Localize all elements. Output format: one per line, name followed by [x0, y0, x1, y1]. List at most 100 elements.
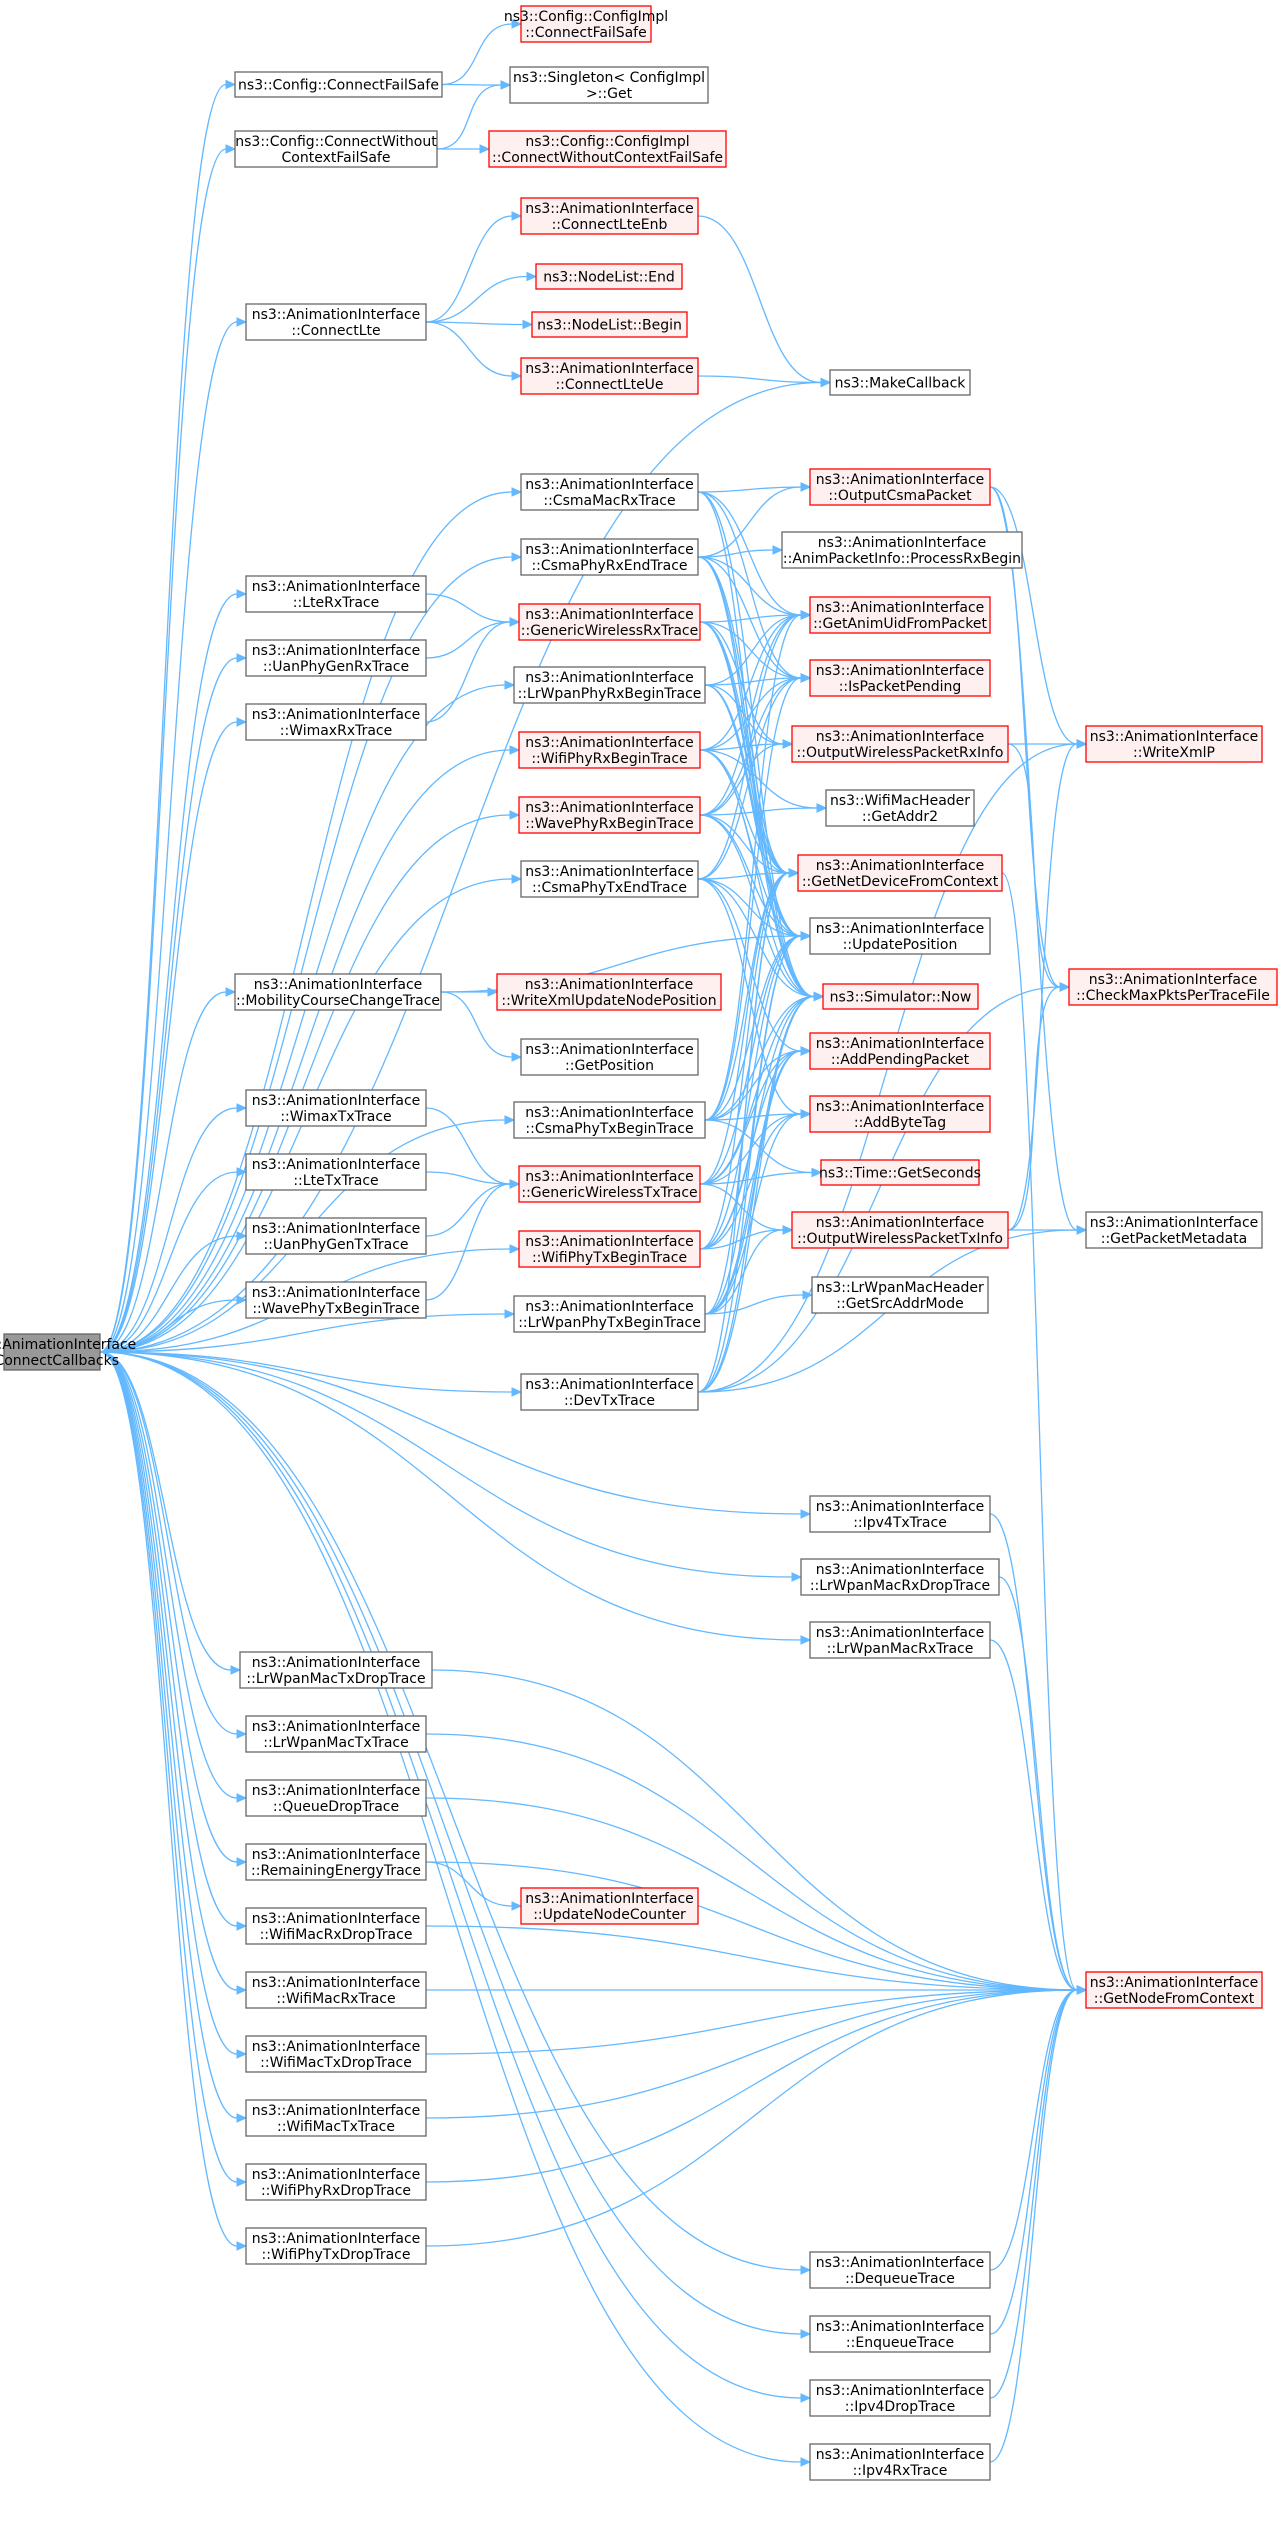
node-lrWpanMacTx[interactable]: ns3::AnimationInterface::LrWpanMacTxTrac… — [245, 1715, 427, 1753]
node-csmaPhyRxEnd[interactable]: ns3::AnimationInterface::CsmaPhyRxEndTra… — [520, 538, 699, 576]
edge-line — [699, 621, 815, 998]
node-label-line: ::UanPhyGenRxTrace — [263, 659, 409, 675]
edge-uanPhyGenRx-to-genericWirelessRx — [425, 617, 521, 659]
edge-line — [99, 657, 238, 1353]
edge-arrowhead — [522, 319, 534, 330]
node-csmaPhyTxEnd[interactable]: ns3::AnimationInterface::CsmaPhyTxEndTra… — [520, 860, 699, 898]
node-lrWpanPhyTxBegin[interactable]: ns3::AnimationInterface::LrWpanPhyTxBegi… — [513, 1295, 706, 1333]
node-label-line: ::LrWpanMacTxTrace — [263, 1735, 409, 1751]
node-label-line: ns3::AnimationInterface — [816, 2383, 985, 2399]
node-box — [234, 71, 443, 98]
node-nodeListBegin[interactable]: ns3::NodeList::Begin — [531, 311, 688, 338]
node-updateNodeCounter[interactable]: ns3::AnimationInterface::UpdateNodeCount… — [520, 1887, 699, 1925]
edge-line — [99, 1351, 238, 1863]
node-makeCallback[interactable]: ns3::MakeCallback — [829, 369, 971, 396]
node-lrWpanMacHeaderGetSrc[interactable]: ns3::LrWpanMacHeader::GetSrcAddrMode — [811, 1276, 989, 1314]
edge-line — [425, 1733, 1078, 1991]
node-root[interactable]: ns3::AnimationInterface::ConnectCallback… — [0, 1333, 136, 1371]
node-singletonGet[interactable]: ns3::Singleton< ConfigImpl>::Get — [509, 66, 709, 104]
node-box — [520, 473, 699, 511]
node-wifiPhyRxDrop[interactable]: ns3::AnimationInterface::WifiPhyRxDropTr… — [245, 2163, 427, 2201]
node-simulatorNow[interactable]: ns3::Simulator::Now — [822, 983, 979, 1010]
node-isPacketPending[interactable]: ns3::AnimationInterface::IsPacketPending — [809, 659, 991, 697]
node-box — [809, 917, 991, 955]
edge-arrowhead — [236, 2241, 248, 2251]
node-addPendingPacket[interactable]: ns3::AnimationInterface::AddPendingPacke… — [809, 1032, 991, 1070]
node-ipv4Tx[interactable]: ns3::AnimationInterface::Ipv4TxTrace — [809, 1495, 991, 1533]
node-label-line: ::WifiPhyTxBeginTrace — [532, 1250, 687, 1266]
node-lrWpanMacRxDrop[interactable]: ns3::AnimationInterface::LrWpanMacRxDrop… — [800, 1558, 1000, 1596]
node-ipv4Rx[interactable]: ns3::AnimationInterface::Ipv4RxTrace — [809, 2443, 991, 2481]
node-dequeue[interactable]: ns3::AnimationInterface::DequeueTrace — [809, 2251, 991, 2289]
node-remainingEnergy[interactable]: ns3::AnimationInterface::RemainingEnergy… — [245, 1843, 427, 1881]
node-wifiPhyRxBegin[interactable]: ns3::AnimationInterface::WifiPhyRxBeginT… — [518, 731, 701, 769]
node-lrWpanMacRx[interactable]: ns3::AnimationInterface::LrWpanMacRxTrac… — [809, 1621, 991, 1659]
node-wifiMacTx[interactable]: ns3::AnimationInterface::WifiMacTxTrace — [245, 2099, 427, 2137]
node-processRxBegin[interactable]: ns3::AnimationInterface::AnimPacketInfo:… — [781, 531, 1023, 569]
node-genericWirelessTx[interactable]: ns3::AnimationInterface::GenericWireless… — [518, 1165, 701, 1203]
edge-mobilityCourseChange-to-getPosition — [440, 991, 523, 1062]
node-wimaxRx[interactable]: ns3::AnimationInterface::WimaxRxTrace — [245, 703, 427, 741]
edge-line — [99, 491, 513, 1353]
node-cfgImplConnectFailSafe[interactable]: ns3::Config::ConfigImpl::ConnectFailSafe — [504, 5, 668, 43]
node-getPosition[interactable]: ns3::AnimationInterface::GetPosition — [520, 1038, 699, 1076]
node-getNetDevice[interactable]: ns3::AnimationInterface::GetNetDeviceFro… — [797, 854, 1003, 892]
node-writeXmlP[interactable]: ns3::AnimationInterface::WriteXmlP — [1085, 725, 1263, 763]
nodes-layer: ns3::AnimationInterface::ConnectCallback… — [0, 5, 1278, 2481]
node-csmaPhyTxBegin[interactable]: ns3::AnimationInterface::CsmaPhyTxBeginT… — [513, 1101, 706, 1139]
edge-ipv4Rx-to-getNodeFromContext — [989, 1985, 1088, 2463]
node-connectLteUe[interactable]: ns3::AnimationInterface::ConnectLteUe — [520, 357, 699, 395]
node-outputWirelessTx[interactable]: ns3::AnimationInterface::OutputWirelessP… — [791, 1211, 1009, 1249]
node-lrWpanMacTxDrop[interactable]: ns3::AnimationInterface::LrWpanMacTxDrop… — [239, 1651, 433, 1689]
node-wifiMacRxDrop[interactable]: ns3::AnimationInterface::WifiMacRxDropTr… — [245, 1907, 427, 1945]
node-getNodeFromContext[interactable]: ns3::AnimationInterface::GetNodeFromCont… — [1085, 1971, 1263, 2009]
node-box — [245, 2163, 427, 2201]
node-csmaMacRx[interactable]: ns3::AnimationInterface::CsmaMacRxTrace — [520, 473, 699, 511]
node-getPacketMetadata[interactable]: ns3::AnimationInterface::GetPacketMetada… — [1085, 1211, 1263, 1249]
node-lrWpanPhyRxBegin[interactable]: ns3::AnimationInterface::LrWpanPhyRxBegi… — [513, 666, 706, 704]
node-wavePhyRxBegin[interactable]: ns3::AnimationInterface::WavePhyRxBeginT… — [518, 796, 701, 834]
node-wifiPhyTxDrop[interactable]: ns3::AnimationInterface::WifiPhyTxDropTr… — [245, 2227, 427, 2265]
node-ipv4Drop[interactable]: ns3::AnimationInterface::Ipv4DropTrace — [809, 2379, 991, 2417]
node-timeGetSeconds[interactable]: ns3::Time::GetSeconds — [819, 1159, 981, 1186]
edge-line — [99, 1235, 238, 1353]
node-lteTx[interactable]: ns3::AnimationInterface::LteTxTrace — [245, 1153, 427, 1191]
node-box — [509, 66, 709, 104]
node-wifiMacTxDrop[interactable]: ns3::AnimationInterface::WifiMacTxDropTr… — [245, 2035, 427, 2073]
node-writeXmlUpdateNodePos[interactable]: ns3::AnimationInterface::WriteXmlUpdateN… — [496, 973, 722, 1011]
node-connectLteEnb[interactable]: ns3::AnimationInterface::ConnectLteEnb — [520, 197, 699, 235]
node-lteRx[interactable]: ns3::AnimationInterface::LteRxTrace — [245, 575, 427, 613]
node-updatePosition[interactable]: ns3::AnimationInterface::UpdatePosition — [809, 917, 991, 955]
node-uanPhyGenTx[interactable]: ns3::AnimationInterface::UanPhyGenTxTrac… — [245, 1217, 427, 1255]
node-devTx[interactable]: ns3::AnimationInterface::DevTxTrace — [520, 1373, 699, 1411]
edge-line — [99, 1351, 238, 2119]
node-wavePhyTxBegin[interactable]: ns3::AnimationInterface::WavePhyTxBeginT… — [245, 1281, 427, 1319]
node-wifiMacRx[interactable]: ns3::AnimationInterface::WifiMacRxTrace — [245, 1971, 427, 2009]
node-mobilityCourseChange[interactable]: ns3::AnimationInterface::MobilityCourseC… — [234, 973, 442, 1011]
node-label-line: ns3::AnimationInterface — [816, 2447, 985, 2463]
node-cfgImplConnectWithoutCtx[interactable]: ns3::Config::ConfigImpl::ConnectWithoutC… — [488, 130, 727, 168]
node-wifiMacHeaderGetAddr2[interactable]: ns3::WifiMacHeader::GetAddr2 — [825, 789, 975, 827]
node-connectLte[interactable]: ns3::AnimationInterface::ConnectLte — [245, 303, 427, 341]
node-cfgConnectFailSafe[interactable]: ns3::Config::ConnectFailSafe — [234, 71, 443, 98]
node-enqueue[interactable]: ns3::AnimationInterface::EnqueueTrace — [809, 2315, 991, 2353]
edge-arrowhead — [511, 1387, 523, 1397]
node-outputCsma[interactable]: ns3::AnimationInterface::OutputCsmaPacke… — [809, 468, 991, 506]
node-queueDrop[interactable]: ns3::AnimationInterface::QueueDropTrace — [245, 1779, 427, 1817]
node-wimaxTx[interactable]: ns3::AnimationInterface::WimaxTxTrace — [245, 1089, 427, 1127]
node-genericWirelessRx[interactable]: ns3::AnimationInterface::GenericWireless… — [518, 603, 701, 641]
node-wifiPhyTxBegin[interactable]: ns3::AnimationInterface::WifiPhyTxBeginT… — [518, 1230, 701, 1268]
edge-root-to-mobilityCourseChange — [99, 987, 237, 1353]
edge-line — [697, 491, 815, 998]
edge-line — [989, 1989, 1078, 2335]
node-label-line: ns3::AnimationInterface — [1090, 1215, 1259, 1231]
edge-csmaPhyRxEnd-to-outputCsma — [697, 482, 812, 558]
node-outputWirelessRx[interactable]: ns3::AnimationInterface::OutputWirelessP… — [791, 725, 1009, 763]
node-uanPhyGenRx[interactable]: ns3::AnimationInterface::UanPhyGenRxTrac… — [245, 639, 427, 677]
node-getAnimUid[interactable]: ns3::AnimationInterface::GetAnimUidFromP… — [809, 596, 991, 634]
node-addByteTag[interactable]: ns3::AnimationInterface::AddByteTag — [809, 1095, 991, 1133]
node-cfgConnectWithoutCtx[interactable]: ns3::Config::ConnectWithoutContextFailSa… — [234, 130, 438, 168]
node-checkMaxPkts[interactable]: ns3::AnimationInterface::CheckMaxPktsPer… — [1068, 968, 1278, 1006]
node-nodeListEnd[interactable]: ns3::NodeList::End — [535, 263, 683, 290]
edge-line — [699, 1050, 802, 1185]
